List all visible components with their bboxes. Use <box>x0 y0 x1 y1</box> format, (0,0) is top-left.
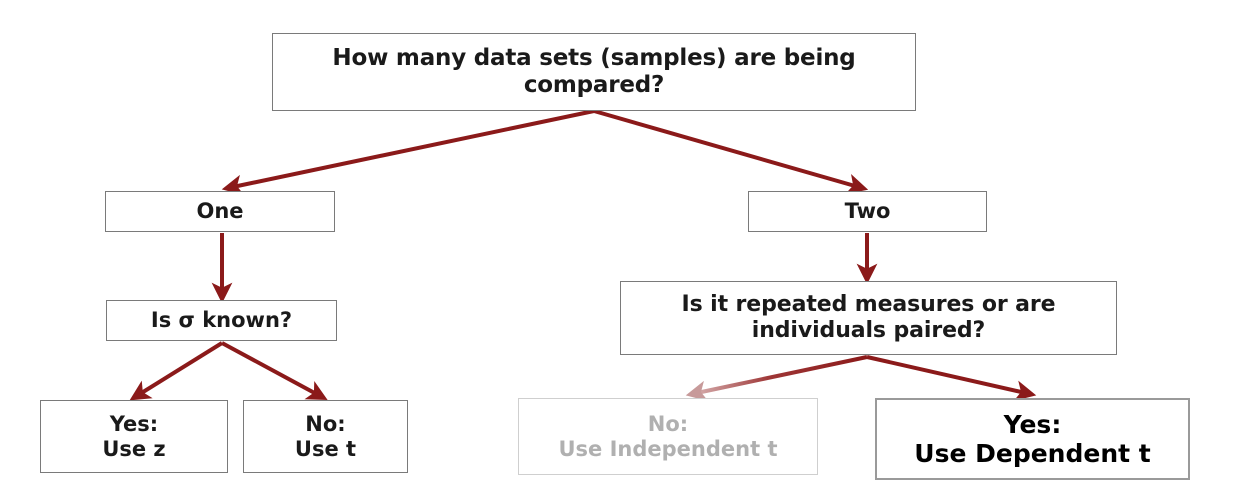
edge-root-to-two <box>593 109 869 195</box>
node-no-use-t-label: No: Use t <box>294 411 357 461</box>
node-one-label: One <box>196 199 244 224</box>
node-yes-use-z-label: Yes: Use z <box>102 411 166 461</box>
node-no-use-independent-t-label: No: Use Independent t <box>558 411 778 461</box>
node-is-sigma-known-label: Is σ known? <box>150 308 293 333</box>
node-is-sigma-known: Is σ known? <box>106 300 337 341</box>
node-yes-use-dependent-t: Yes: Use Dependent t <box>875 398 1190 480</box>
edge-repeated-to-yes-dependent-t <box>866 355 1037 401</box>
node-two-label: Two <box>844 199 891 224</box>
edge-sigma-to-no-t <box>221 341 328 401</box>
node-root-question: How many data sets (samples) are being c… <box>272 33 916 111</box>
node-two: Two <box>748 191 987 232</box>
edge-sigma-to-yes-z <box>129 341 224 401</box>
node-yes-use-dependent-t-label: Yes: Use Dependent t <box>914 409 1151 469</box>
edge-repeated-to-no-independent-t <box>685 355 868 402</box>
node-no-use-independent-t: No: Use Independent t <box>518 398 818 475</box>
edge-root-to-one <box>221 109 595 196</box>
node-is-repeated-measures-label: Is it repeated measures or are individua… <box>681 292 1056 343</box>
node-no-use-t: No: Use t <box>243 400 408 473</box>
node-root-label: How many data sets (samples) are being c… <box>332 44 856 98</box>
node-is-repeated-measures: Is it repeated measures or are individua… <box>620 281 1117 355</box>
node-yes-use-z: Yes: Use z <box>40 400 228 473</box>
node-one: One <box>105 191 335 232</box>
